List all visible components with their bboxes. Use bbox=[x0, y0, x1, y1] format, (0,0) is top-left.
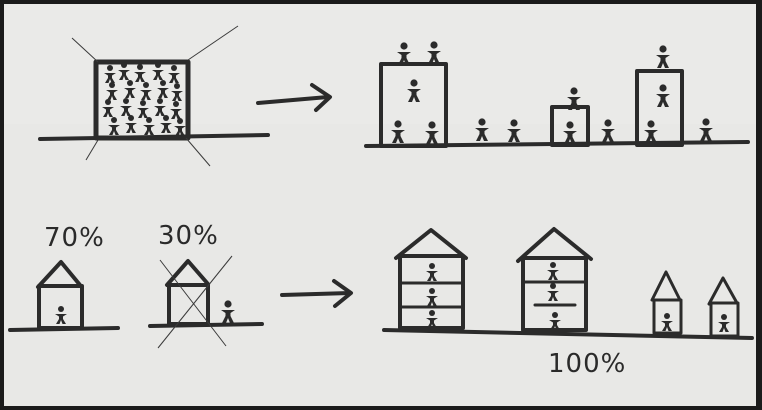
house-70: 70% bbox=[8, 223, 120, 332]
arrow-right-icon bbox=[280, 279, 353, 308]
stacked-houses: 100% bbox=[382, 227, 754, 379]
crowded-building bbox=[38, 25, 270, 167]
arrow-right-icon bbox=[256, 83, 332, 112]
percent-label-30: 30% bbox=[158, 221, 219, 251]
dispersed-buildings bbox=[364, 41, 750, 148]
percent-label-100: 100% bbox=[548, 349, 626, 379]
percent-label-70: 70% bbox=[44, 223, 105, 253]
house-30-crossed: 30% bbox=[148, 221, 264, 349]
